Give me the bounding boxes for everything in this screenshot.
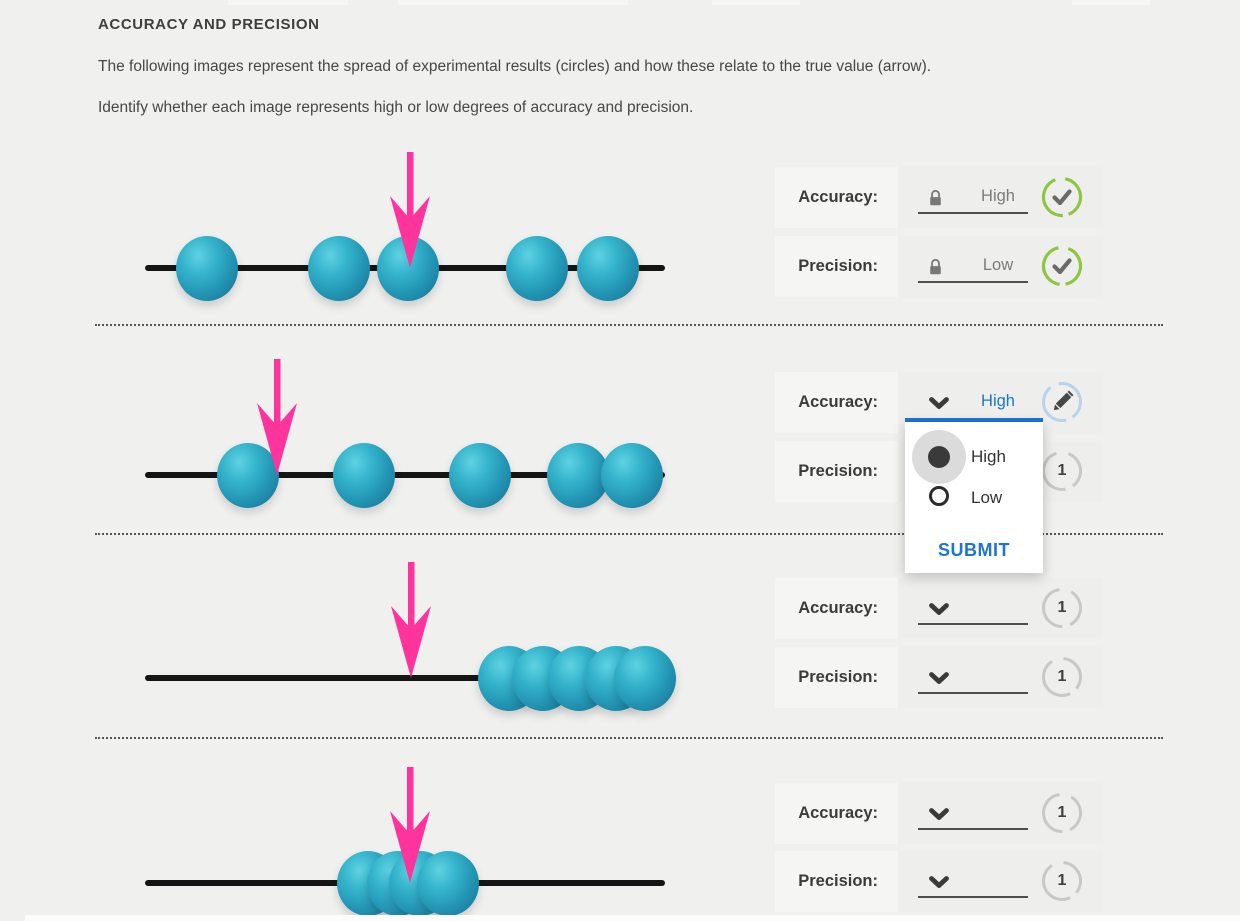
attempts-count: 1 <box>1057 872 1067 889</box>
chevron-down-icon <box>928 671 950 685</box>
result-ball <box>506 236 568 301</box>
q4-precision-row: Precision: 1 <box>775 851 1103 912</box>
q2-precision-label: Precision: <box>775 441 898 502</box>
attempts-count: 1 <box>1057 804 1067 821</box>
result-ball <box>176 236 238 301</box>
q4-accuracy-row: Accuracy: 1 <box>775 783 1103 844</box>
cutoff-element <box>398 0 628 5</box>
dropdown-option-low[interactable]: Low <box>905 484 1043 512</box>
q3-precision-row: Precision: 1 <box>775 647 1103 708</box>
attempts-remaining-badge: 1 <box>1041 587 1083 629</box>
q1-precision-value: Low <box>982 256 1014 274</box>
check-icon <box>1041 245 1083 287</box>
result-ball <box>449 443 511 508</box>
dropdown-active-underline <box>905 418 1043 422</box>
answer-dropdown-popup: High Low SUBMIT <box>905 418 1043 573</box>
pencil-icon <box>1053 390 1074 411</box>
q1-precision-label: Precision: <box>775 236 898 297</box>
attempts-remaining-badge: 1 <box>1041 792 1083 834</box>
q1-accuracy-row: Accuracy: High <box>775 167 1103 228</box>
true-value-arrow-icon <box>390 152 430 268</box>
attempts-count: 1 <box>1057 668 1067 685</box>
q3-precision-label: Precision: <box>775 647 898 708</box>
q3-accuracy-row: Accuracy: 1 <box>775 578 1103 639</box>
select-underline <box>918 281 1028 283</box>
figure-q4 <box>90 755 710 921</box>
result-ball <box>308 236 370 301</box>
number-line <box>145 675 665 681</box>
page-title: ACCURACY AND PRECISION <box>98 16 320 33</box>
figure-q3 <box>90 550 710 740</box>
instruction-text-2: Identify whether each image represents h… <box>98 99 694 116</box>
question-separator <box>95 324 1163 326</box>
result-ball <box>333 443 395 508</box>
page-bottom-edge <box>25 915 1240 921</box>
edit-answer-button[interactable] <box>1041 381 1083 423</box>
question-separator <box>95 737 1163 739</box>
chevron-down-icon <box>928 602 950 616</box>
attempts-remaining-badge: 1 <box>1041 860 1083 902</box>
q4-precision-select[interactable]: 1 <box>898 851 1103 912</box>
q4-accuracy-label: Accuracy: <box>775 783 898 844</box>
q3-accuracy-label: Accuracy: <box>775 578 898 639</box>
figure-q1 <box>90 140 710 330</box>
q4-accuracy-select[interactable]: 1 <box>898 783 1103 844</box>
true-value-arrow-icon <box>390 767 430 883</box>
question-separator <box>95 533 1163 535</box>
select-underline <box>918 896 1028 898</box>
option-label: High <box>971 447 1006 466</box>
instruction-text-1: The following images represent the sprea… <box>98 58 932 75</box>
radio-unselected-icon <box>929 486 949 506</box>
chevron-down-icon <box>928 875 950 889</box>
attempts-remaining-badge: 1 <box>1041 450 1083 492</box>
result-ball <box>417 851 479 916</box>
q3-precision-select[interactable]: 1 <box>898 647 1103 708</box>
lock-icon <box>928 189 943 206</box>
result-ball <box>577 236 639 301</box>
option-label: Low <box>971 488 1003 507</box>
q1-precision-select[interactable]: Low <box>898 236 1103 297</box>
select-underline <box>918 212 1028 214</box>
attempts-remaining-badge: 1 <box>1041 656 1083 698</box>
result-ball <box>614 646 676 711</box>
q1-accuracy-value: High <box>981 187 1015 205</box>
attempts-count: 1 <box>1057 462 1067 479</box>
select-underline <box>918 692 1028 694</box>
chevron-down-icon <box>928 807 950 821</box>
chevron-down-icon <box>928 396 950 410</box>
number-line <box>145 472 665 478</box>
result-ball <box>547 443 609 508</box>
figure-q2 <box>90 347 710 537</box>
result-ball <box>601 443 663 508</box>
true-value-arrow-icon <box>257 359 297 475</box>
result-ball <box>217 443 279 508</box>
dropdown-option-high[interactable]: High <box>905 430 1043 484</box>
cutoff-element <box>1072 0 1150 5</box>
attempts-count: 1 <box>1057 599 1067 616</box>
cutoff-element <box>228 0 348 5</box>
lock-icon <box>928 258 943 275</box>
q1-accuracy-select[interactable]: High <box>898 167 1103 228</box>
select-underline <box>918 828 1028 830</box>
q3-accuracy-select[interactable]: 1 <box>898 578 1103 639</box>
cutoff-element <box>712 0 800 5</box>
q2-accuracy-label: Accuracy: <box>775 372 898 433</box>
select-underline <box>918 623 1028 625</box>
check-icon <box>1041 176 1083 218</box>
q1-precision-row: Precision: Low <box>775 236 1103 297</box>
q2-accuracy-value: High <box>981 392 1015 410</box>
q4-precision-label: Precision: <box>775 851 898 912</box>
submit-button[interactable]: SUBMIT <box>938 540 1010 560</box>
q1-accuracy-label: Accuracy: <box>775 167 898 228</box>
dropdown-options-panel: High Low SUBMIT <box>905 422 1043 573</box>
true-value-arrow-icon <box>391 562 431 678</box>
